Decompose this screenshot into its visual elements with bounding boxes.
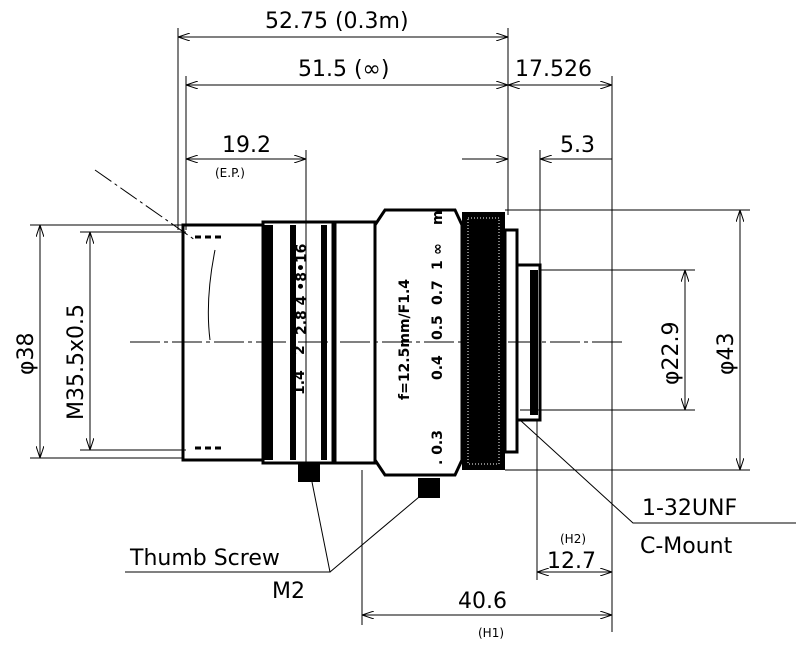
iris-scale-14: 1.4 xyxy=(292,370,308,395)
focus-03: . 0.3 xyxy=(430,430,446,465)
dimension-lines xyxy=(40,37,740,615)
thumb-screw-1-icon xyxy=(298,462,320,482)
lens-markings: f=12.5mm/F1.4 1.4 2 2.8 4 •8•16 m ∞ 1 0.… xyxy=(292,210,446,465)
dim-h2-value: 12.7 xyxy=(547,549,596,574)
dim-dia-mount: φ22.9 xyxy=(659,322,684,386)
dim-overall-03m: 52.75 (0.3m) xyxy=(265,9,409,34)
focal-marking: f=12.5mm/F1.4 xyxy=(397,279,413,400)
callout-leaders xyxy=(125,419,796,573)
callout-mount-thread: 1-32UNF xyxy=(642,496,737,521)
callout-mount-type: C-Mount xyxy=(640,534,733,559)
dim-h1-label: (H1) xyxy=(478,626,504,640)
iris-scale-rest: 2.8 4 •8•16 xyxy=(294,244,310,335)
dim-ep-note: (E.P.) xyxy=(215,166,245,180)
focus-1: 1 xyxy=(430,260,446,270)
lens-body xyxy=(181,208,542,498)
dim-entrance-pupil: 19.2 xyxy=(222,133,271,158)
focus-05: 0.5 xyxy=(430,315,446,340)
dim-overall-inf: 51.5 (∞) xyxy=(298,57,389,82)
extension-lines xyxy=(30,28,750,632)
focus-inf: ∞ xyxy=(430,243,446,255)
callout-screw-size: M2 xyxy=(272,579,305,604)
dim-mount-length: 5.3 xyxy=(560,133,595,158)
dim-h1-value: 40.6 xyxy=(458,589,507,614)
focus-07: 0.7 xyxy=(430,280,446,305)
dim-dia-body: φ43 xyxy=(714,332,739,375)
focus-04: 0.4 xyxy=(430,355,446,380)
dim-h2-label: (H2) xyxy=(560,532,586,546)
dim-dia-front: φ38 xyxy=(14,332,39,375)
dim-filter-thread: M35.5x0.5 xyxy=(64,304,89,420)
focus-m: m xyxy=(430,210,446,225)
dim-flange-back: 17.526 xyxy=(515,57,592,82)
callout-thumb-screw: Thumb Screw xyxy=(129,546,280,571)
iris-scale-2: 2 xyxy=(292,345,308,355)
